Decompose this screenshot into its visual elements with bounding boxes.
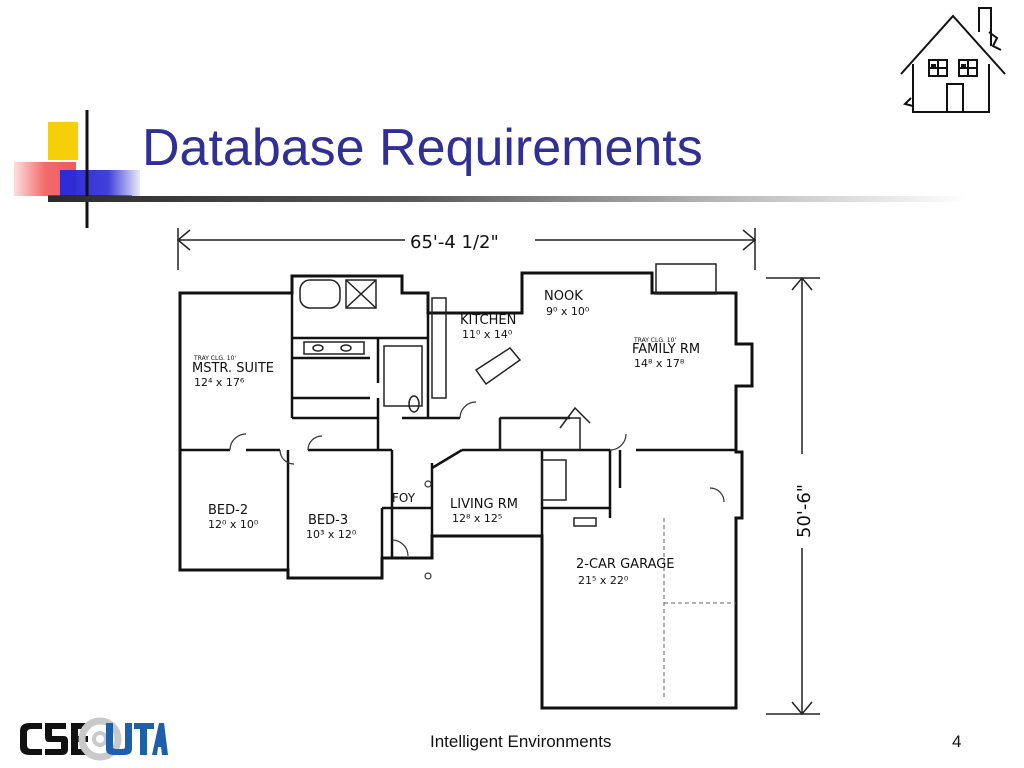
master-suite-label: MSTR. SUITE [192, 361, 274, 376]
garage-dims: 21⁵ x 22⁰ [578, 574, 629, 587]
bed-2-label: BED-2 [208, 503, 248, 518]
bed-3-dims: 10³ x 12⁰ [306, 528, 357, 541]
fixtures [299, 263, 717, 527]
family-room-label: FAMILY RM [632, 342, 700, 357]
living-room-dims: 12⁸ x 12⁵ [452, 512, 502, 525]
door-swings [229, 401, 725, 580]
floor-plan: 65'-4 1/2" 50'-6" [176, 228, 820, 716]
width-dimension [176, 228, 757, 270]
garage-label: 2-CAR GARAGE [576, 557, 675, 572]
master-suite-note: TRAY CLG. 10' [193, 355, 236, 362]
foyer-label: FOY [392, 491, 416, 505]
footer-text: Intelligent Environments [430, 732, 612, 751]
title-rule [48, 196, 968, 202]
kitchen-label: KITCHEN [460, 313, 516, 328]
page-number: 4 [952, 732, 962, 751]
interior-walls [180, 293, 736, 570]
overall-depth-label: 50'-6" [794, 484, 815, 538]
depth-dimension [766, 276, 820, 716]
master-suite-dims: 12⁴ x 17⁶ [194, 376, 245, 389]
nook-label: NOOK [544, 289, 583, 304]
title-decoration [14, 110, 140, 228]
slide-title: Database Requirements [142, 119, 703, 177]
kitchen-dims: 11⁰ x 14⁰ [462, 328, 513, 341]
bed-2-dims: 12⁰ x 10⁰ [208, 518, 259, 531]
overall-width-label: 65'-4 1/2" [410, 232, 499, 253]
bed-3-label: BED-3 [308, 513, 348, 528]
living-room-label: LIVING RM [450, 497, 518, 512]
house-icon [900, 7, 1006, 113]
family-room-note: TRAY CLG. 10' [633, 337, 676, 344]
family-room-dims: 14⁸ x 17⁸ [634, 357, 685, 370]
cse-uta-logo [20, 717, 168, 761]
nook-dims: 9⁰ x 10⁰ [546, 305, 590, 318]
garage-door [663, 518, 736, 698]
